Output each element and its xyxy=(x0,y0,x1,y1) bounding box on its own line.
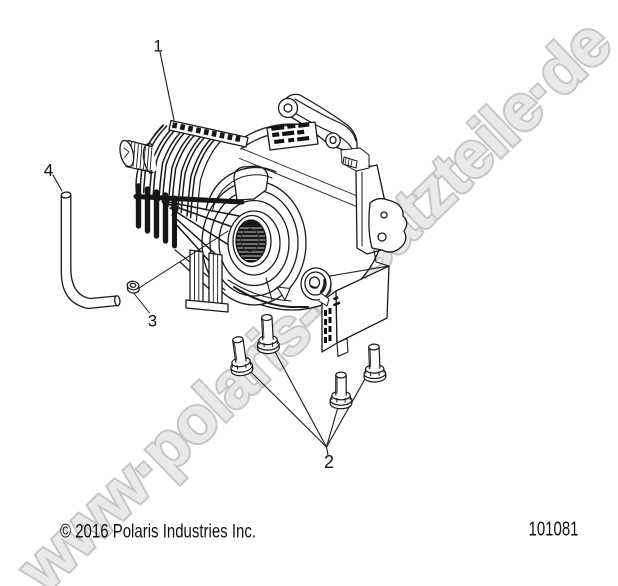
svg-text:3: 3 xyxy=(148,313,157,331)
svg-text:© 2016 Polaris Industries Inc.: © 2016 Polaris Industries Inc. xyxy=(60,521,256,543)
svg-text:4: 4 xyxy=(44,160,54,180)
svg-text:1: 1 xyxy=(153,37,162,56)
svg-text:101081: 101081 xyxy=(529,519,579,541)
svg-text:2: 2 xyxy=(324,452,334,472)
